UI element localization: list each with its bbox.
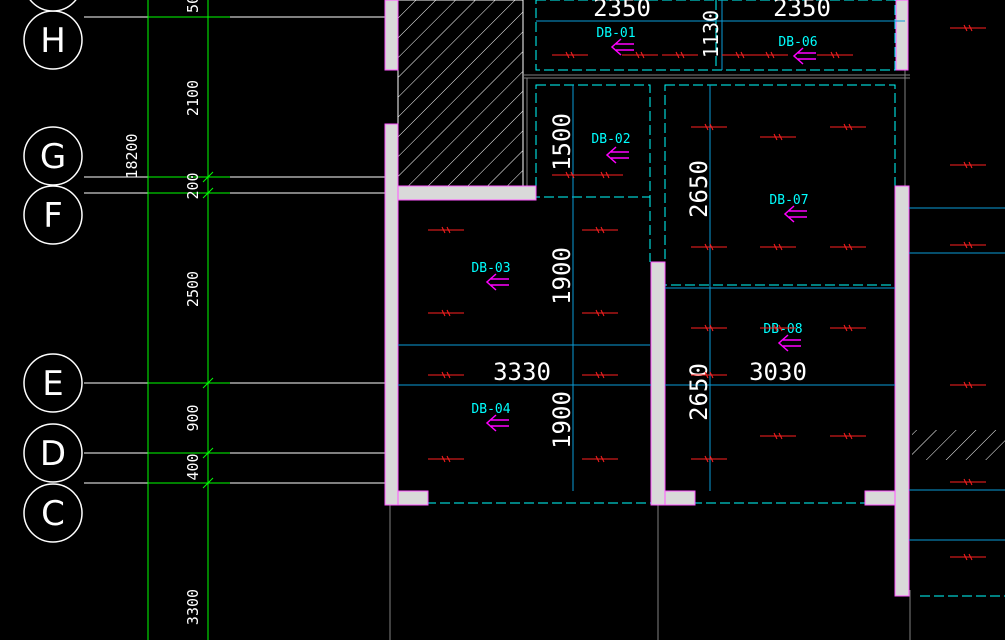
rebar-tick-icon <box>428 309 464 317</box>
rebar-tick-icon <box>428 371 464 379</box>
dimension-lines <box>147 0 230 640</box>
rebar-tick-icon <box>582 309 618 317</box>
slab-labels: DB-01 DB-02 DB-03 DB-04 DB-06 DB-07 DB-0… <box>471 26 817 417</box>
span-text: 2350 <box>773 0 831 22</box>
svg-text:E: E <box>42 364 63 404</box>
rebar-tick-icon <box>760 133 796 141</box>
rebar-tick-icon <box>760 324 796 332</box>
rebar-tick-icon <box>830 432 866 440</box>
rebar-tick-icon <box>691 243 727 251</box>
grid-bubble-c: C <box>23 483 83 543</box>
slab-arrows <box>485 38 816 432</box>
span-text: 1500 <box>548 113 576 171</box>
dim-text: 2500 <box>184 271 202 307</box>
span-text: 3330 <box>493 358 551 386</box>
rebar-tick-icon <box>950 24 986 32</box>
left-arrow-icon <box>610 38 634 56</box>
left-arrow-icon <box>777 334 801 352</box>
rebar-tick-icon <box>950 553 986 561</box>
grid-bubble-top-partial <box>29 0 77 12</box>
rebar-tick-icon <box>830 123 866 131</box>
rebar-tick-icon <box>587 171 623 179</box>
rebar-tick-icon <box>582 455 618 463</box>
grid-axis-lines <box>84 16 385 484</box>
span-text: 2650 <box>685 363 713 421</box>
span-texts: 2350 2350 1130 1500 1900 1900 3330 2650 … <box>493 0 831 449</box>
span-lines <box>398 0 1005 541</box>
rebar-tick-icon <box>582 371 618 379</box>
rebar-tick-icon <box>662 51 698 59</box>
hatched-wall-right <box>912 430 1005 460</box>
left-arrow-icon <box>792 47 816 65</box>
dim-text: 400 <box>184 453 202 480</box>
svg-text:G: G <box>40 137 66 177</box>
span-text: 2650 <box>685 160 713 218</box>
total-dim-text: 18200 <box>123 133 141 178</box>
dim-text: 200 <box>184 172 202 199</box>
grid-bubble-e: E <box>23 353 83 413</box>
hatched-column <box>397 0 524 187</box>
rebar-tick-icon <box>950 478 986 486</box>
svg-text:F: F <box>43 196 63 236</box>
rebar-tick-icon <box>950 161 986 169</box>
rebar-tick-icon <box>830 324 866 332</box>
rebar-tick-icon <box>428 455 464 463</box>
span-text: 3030 <box>749 358 807 386</box>
walls <box>384 0 910 597</box>
span-text: 1900 <box>548 247 576 305</box>
span-text: 1130 <box>699 10 723 58</box>
left-arrow-icon <box>485 414 509 432</box>
rebar-tick-icon <box>830 243 866 251</box>
slab-label-db-03: DB-03 <box>471 261 510 276</box>
rebar-tick-icon <box>691 123 727 131</box>
slab-label-db-06: DB-06 <box>778 35 817 50</box>
span-text: 1900 <box>548 391 576 449</box>
rebar-tick-icon <box>691 455 727 463</box>
svg-text:D: D <box>40 434 66 474</box>
slab-label-db-04: DB-04 <box>471 402 510 417</box>
dim-text: 2100 <box>184 80 202 116</box>
rebar-tick-icon <box>760 432 796 440</box>
rebar-tick-icon <box>950 381 986 389</box>
slab-label-db-08: DB-08 <box>763 322 802 337</box>
rebar-tick-icon <box>691 324 727 332</box>
left-arrow-icon <box>605 146 629 164</box>
left-arrow-icon <box>783 205 807 223</box>
rebar-tick-icon <box>622 51 658 59</box>
rebar-tick-icon <box>552 51 588 59</box>
left-arrow-icon <box>485 273 509 291</box>
dim-text: 50 <box>184 0 202 13</box>
rebar-tick-icon <box>950 241 986 249</box>
rebar-tick-icon <box>428 226 464 234</box>
slab-label-db-07: DB-07 <box>769 193 808 208</box>
dim-text: 900 <box>184 404 202 431</box>
rebar-tick-icon <box>752 51 788 59</box>
vertical-dimension-texts: 50 2100 200 2500 900 400 3300 18200 <box>123 0 202 625</box>
dim-text: 3300 <box>184 589 202 625</box>
slab-borders <box>398 0 1005 597</box>
svg-text:H: H <box>40 21 66 61</box>
grid-bubble-d: D <box>23 423 83 483</box>
grid-bubble-h: H <box>23 10 83 70</box>
slab-label-db-02: DB-02 <box>591 132 630 147</box>
rebar-tick-icon <box>817 51 853 59</box>
rebar-tick-icon <box>691 371 727 379</box>
rebar-tick-icon <box>582 226 618 234</box>
rebar-tick-icon <box>760 243 796 251</box>
rebar-ticks <box>428 24 986 561</box>
rebar-tick-icon <box>552 171 588 179</box>
svg-text:C: C <box>41 494 65 534</box>
grid-bubble-f: F <box>23 185 83 245</box>
grid-bubble-g: G <box>23 126 83 186</box>
slab-label-db-01: DB-01 <box>596 26 635 41</box>
span-text: 2350 <box>593 0 651 22</box>
